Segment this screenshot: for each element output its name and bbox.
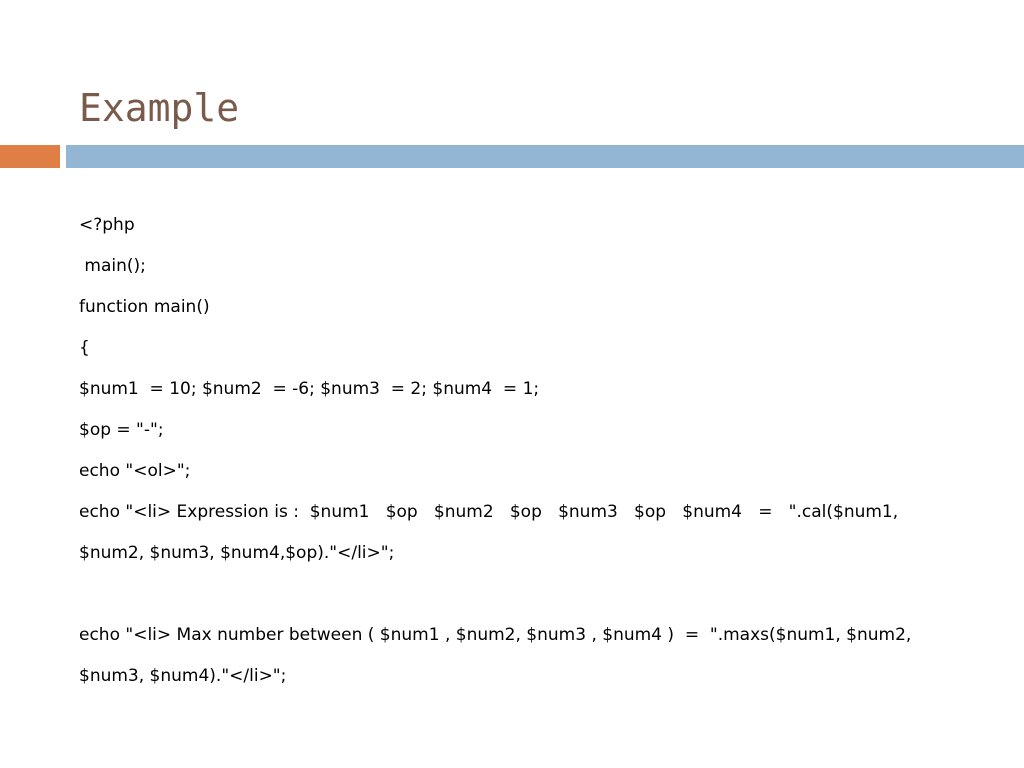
code-line: echo "<ol>"; (79, 461, 191, 481)
title-underline-bar (66, 145, 1024, 168)
code-block: <?php main(); function main() { $num1 = … (79, 205, 979, 697)
code-line: $num3, $num4)."</li>"; (79, 666, 287, 686)
code-line: $num1 = 10; $num2 = -6; $num3 = 2; $num4… (79, 379, 540, 399)
accent-bar (0, 145, 60, 168)
code-line: echo "<li> Expression is : $num1 $op $nu… (79, 502, 899, 522)
code-line: <?php (79, 215, 135, 235)
code-line: $op = "-"; (79, 420, 164, 440)
code-line: { (79, 338, 90, 358)
slide-title: Example (79, 86, 240, 130)
code-line: function main() (79, 297, 210, 317)
code-line: $num2, $num3, $num4,$op)."</li>"; (79, 543, 395, 563)
code-line-blank (79, 574, 979, 615)
code-line: main(); (79, 256, 146, 276)
code-line: echo "<li> Max number between ( $num1 , … (79, 625, 912, 645)
